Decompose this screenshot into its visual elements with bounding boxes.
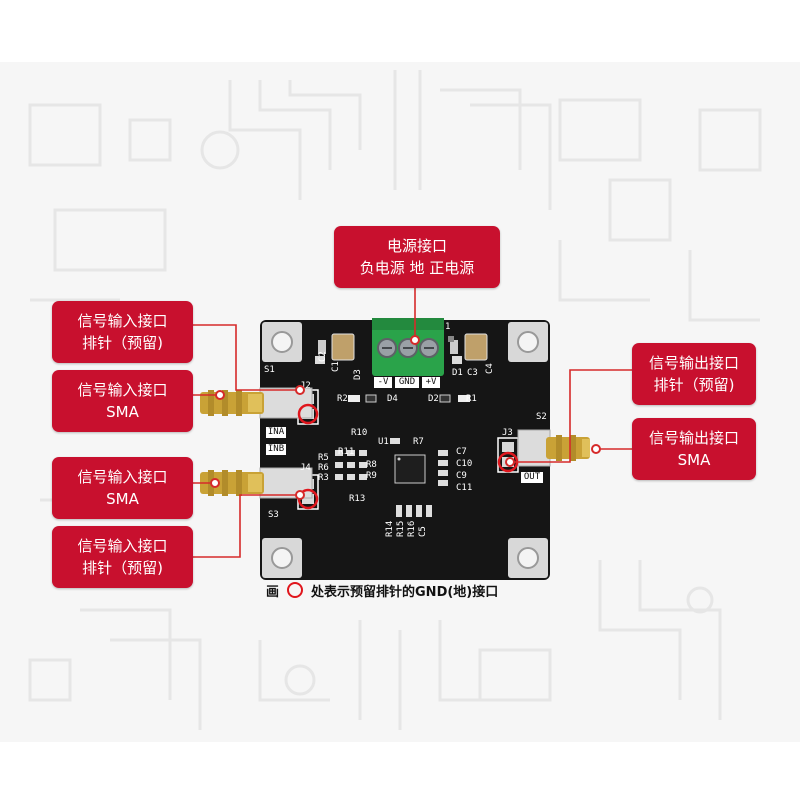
silk-r2: R2	[337, 394, 348, 404]
silk-s1: S1	[264, 365, 275, 375]
silk-r8: R8	[366, 460, 377, 470]
silk-c1: C1	[331, 361, 341, 372]
callout-output-header-subtitle: 排针（预留)	[653, 376, 735, 394]
callout-power-title: 电源接口	[386, 237, 447, 255]
sma-connector-s3[interactable]	[200, 467, 313, 499]
silk-r13: R13	[349, 494, 366, 504]
mounting-hole	[262, 322, 302, 362]
silk-c2: C2	[318, 351, 328, 362]
callout-power-subtitle: 负电源 地 正电源	[359, 259, 475, 277]
bottom-band	[0, 742, 800, 800]
silk-c5: C5	[418, 526, 428, 537]
power-terminal-block[interactable]	[372, 318, 444, 376]
silk-d2: D2	[428, 394, 439, 404]
callout-input-header-bottom-subtitle: 排针（预留)	[82, 559, 163, 577]
silk-ina: INA	[266, 427, 286, 438]
red-circle-icon	[287, 582, 304, 598]
silk-c10: C10	[456, 459, 473, 469]
silk-d1: D1	[452, 368, 463, 378]
silk-c7: C7	[456, 447, 467, 457]
silk-d4: D4	[387, 394, 398, 404]
callout-input-sma-top: 信号输入接口 SMA	[52, 370, 193, 432]
silk-s2: S2	[536, 412, 547, 422]
callout-output-header: 信号输出接口 排针（预留)	[632, 343, 756, 405]
mounting-hole	[508, 322, 548, 362]
callout-output-sma-subtitle: SMA	[677, 451, 711, 469]
silk-j2: J2	[300, 381, 311, 391]
gnd-legend: 画 处表示预留排针的GND(地)接口	[266, 579, 498, 601]
callout-input-sma-top-subtitle: SMA	[106, 403, 139, 421]
silk-c11: C11	[456, 483, 473, 493]
silk-r14: R14	[385, 520, 395, 537]
callout-input-header-top-subtitle: 排针（预留)	[82, 334, 163, 352]
legend-prefix: 画	[266, 584, 280, 600]
silk-r1: R1	[466, 394, 477, 404]
silk-neg-v: -V	[374, 377, 392, 388]
sma-connector-s2[interactable]	[517, 429, 590, 467]
top-band	[0, 0, 800, 62]
silk-r5: R5	[318, 453, 329, 463]
silk-r15: R15	[396, 520, 406, 537]
silk-inb: INB	[266, 444, 286, 455]
callout-output-header-title: 信号输出接口	[648, 354, 739, 372]
silk-j3: J3	[502, 428, 513, 438]
silk-c9: C9	[456, 471, 467, 481]
silk-j4: J4	[300, 463, 311, 473]
callout-input-sma-bottom-title: 信号输入接口	[77, 468, 168, 486]
silk-c3: C3	[467, 368, 478, 378]
silk-r6: R6	[318, 463, 329, 473]
callout-input-sma-top-title: 信号输入接口	[77, 381, 168, 399]
silk-d3: D3	[353, 369, 363, 380]
callout-power: 电源接口 负电源 地 正电源	[334, 226, 500, 288]
callout-input-sma-bottom-subtitle: SMA	[106, 490, 139, 508]
gnd-marker	[297, 403, 319, 425]
silk-out: OUT	[521, 472, 543, 483]
legend-text: 处表示预留排针的GND(地)接口	[311, 584, 499, 600]
silk-pin1: 1	[445, 322, 451, 332]
callout-input-header-bottom: 信号输入接口 排针（预留)	[52, 526, 193, 588]
silk-pos-v: +V	[422, 377, 440, 388]
silk-r11: R11	[338, 447, 355, 457]
callout-input-header-top-title: 信号输入接口	[77, 312, 168, 330]
silk-r16: R16	[407, 520, 417, 537]
silk-gnd: GND	[395, 377, 419, 388]
silk-u1: U1	[378, 437, 389, 447]
silk-s3: S3	[268, 510, 279, 520]
silk-r3: R3	[318, 473, 329, 483]
silk-r9: R9	[366, 471, 377, 481]
callout-output-sma: 信号输出接口 SMA	[632, 418, 756, 480]
silk-r10: R10	[351, 428, 368, 438]
silk-r7: R7	[413, 437, 424, 447]
mounting-hole	[262, 538, 302, 578]
callout-output-sma-title: 信号输出接口	[648, 429, 739, 447]
callout-input-header-top: 信号输入接口 排针（预留)	[52, 301, 193, 363]
callout-input-header-bottom-title: 信号输入接口	[77, 537, 168, 555]
callout-input-sma-bottom: 信号输入接口 SMA	[52, 457, 193, 519]
mounting-hole	[508, 538, 548, 578]
pcb-board	[200, 318, 590, 580]
sma-connector-s1[interactable]	[200, 387, 313, 419]
silk-c4: C4	[485, 363, 495, 374]
